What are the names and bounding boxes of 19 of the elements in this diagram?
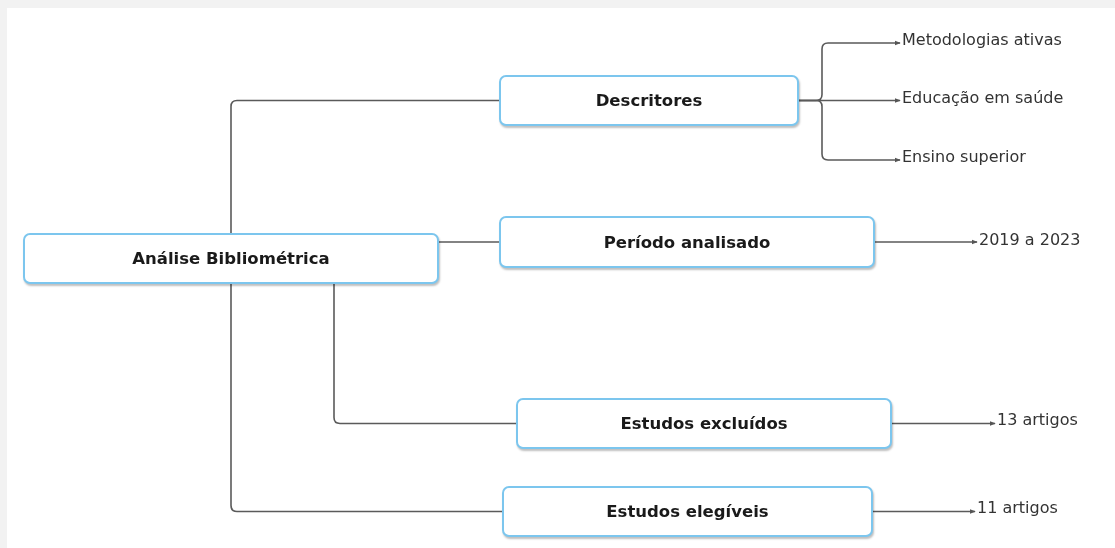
connector-line [230,283,503,513]
topic-box: Estudos excluídos [516,398,892,449]
connector-line [438,241,500,243]
topic-box: Análise Bibliométrica [23,233,439,284]
arrow [874,239,978,245]
arrow [798,99,901,163]
topic-box: Estudos elegíveis [502,486,873,537]
leaf-text: Ensino superior [900,147,1028,173]
topic-box: Descritores [499,75,799,126]
arrow [872,509,976,514]
leaf-text: Metodologias ativas [900,30,1064,56]
leaf-text: 13 artigos [995,410,1080,436]
connector-line [230,99,500,234]
arrow [891,421,996,426]
leaf-text: 2019 a 2023 [977,230,1083,256]
connector-line [333,283,517,425]
leaf-text: 11 artigos [975,498,1060,524]
topic-box: Período analisado [499,216,875,268]
leaf-text: Educação em saúde [900,88,1066,114]
